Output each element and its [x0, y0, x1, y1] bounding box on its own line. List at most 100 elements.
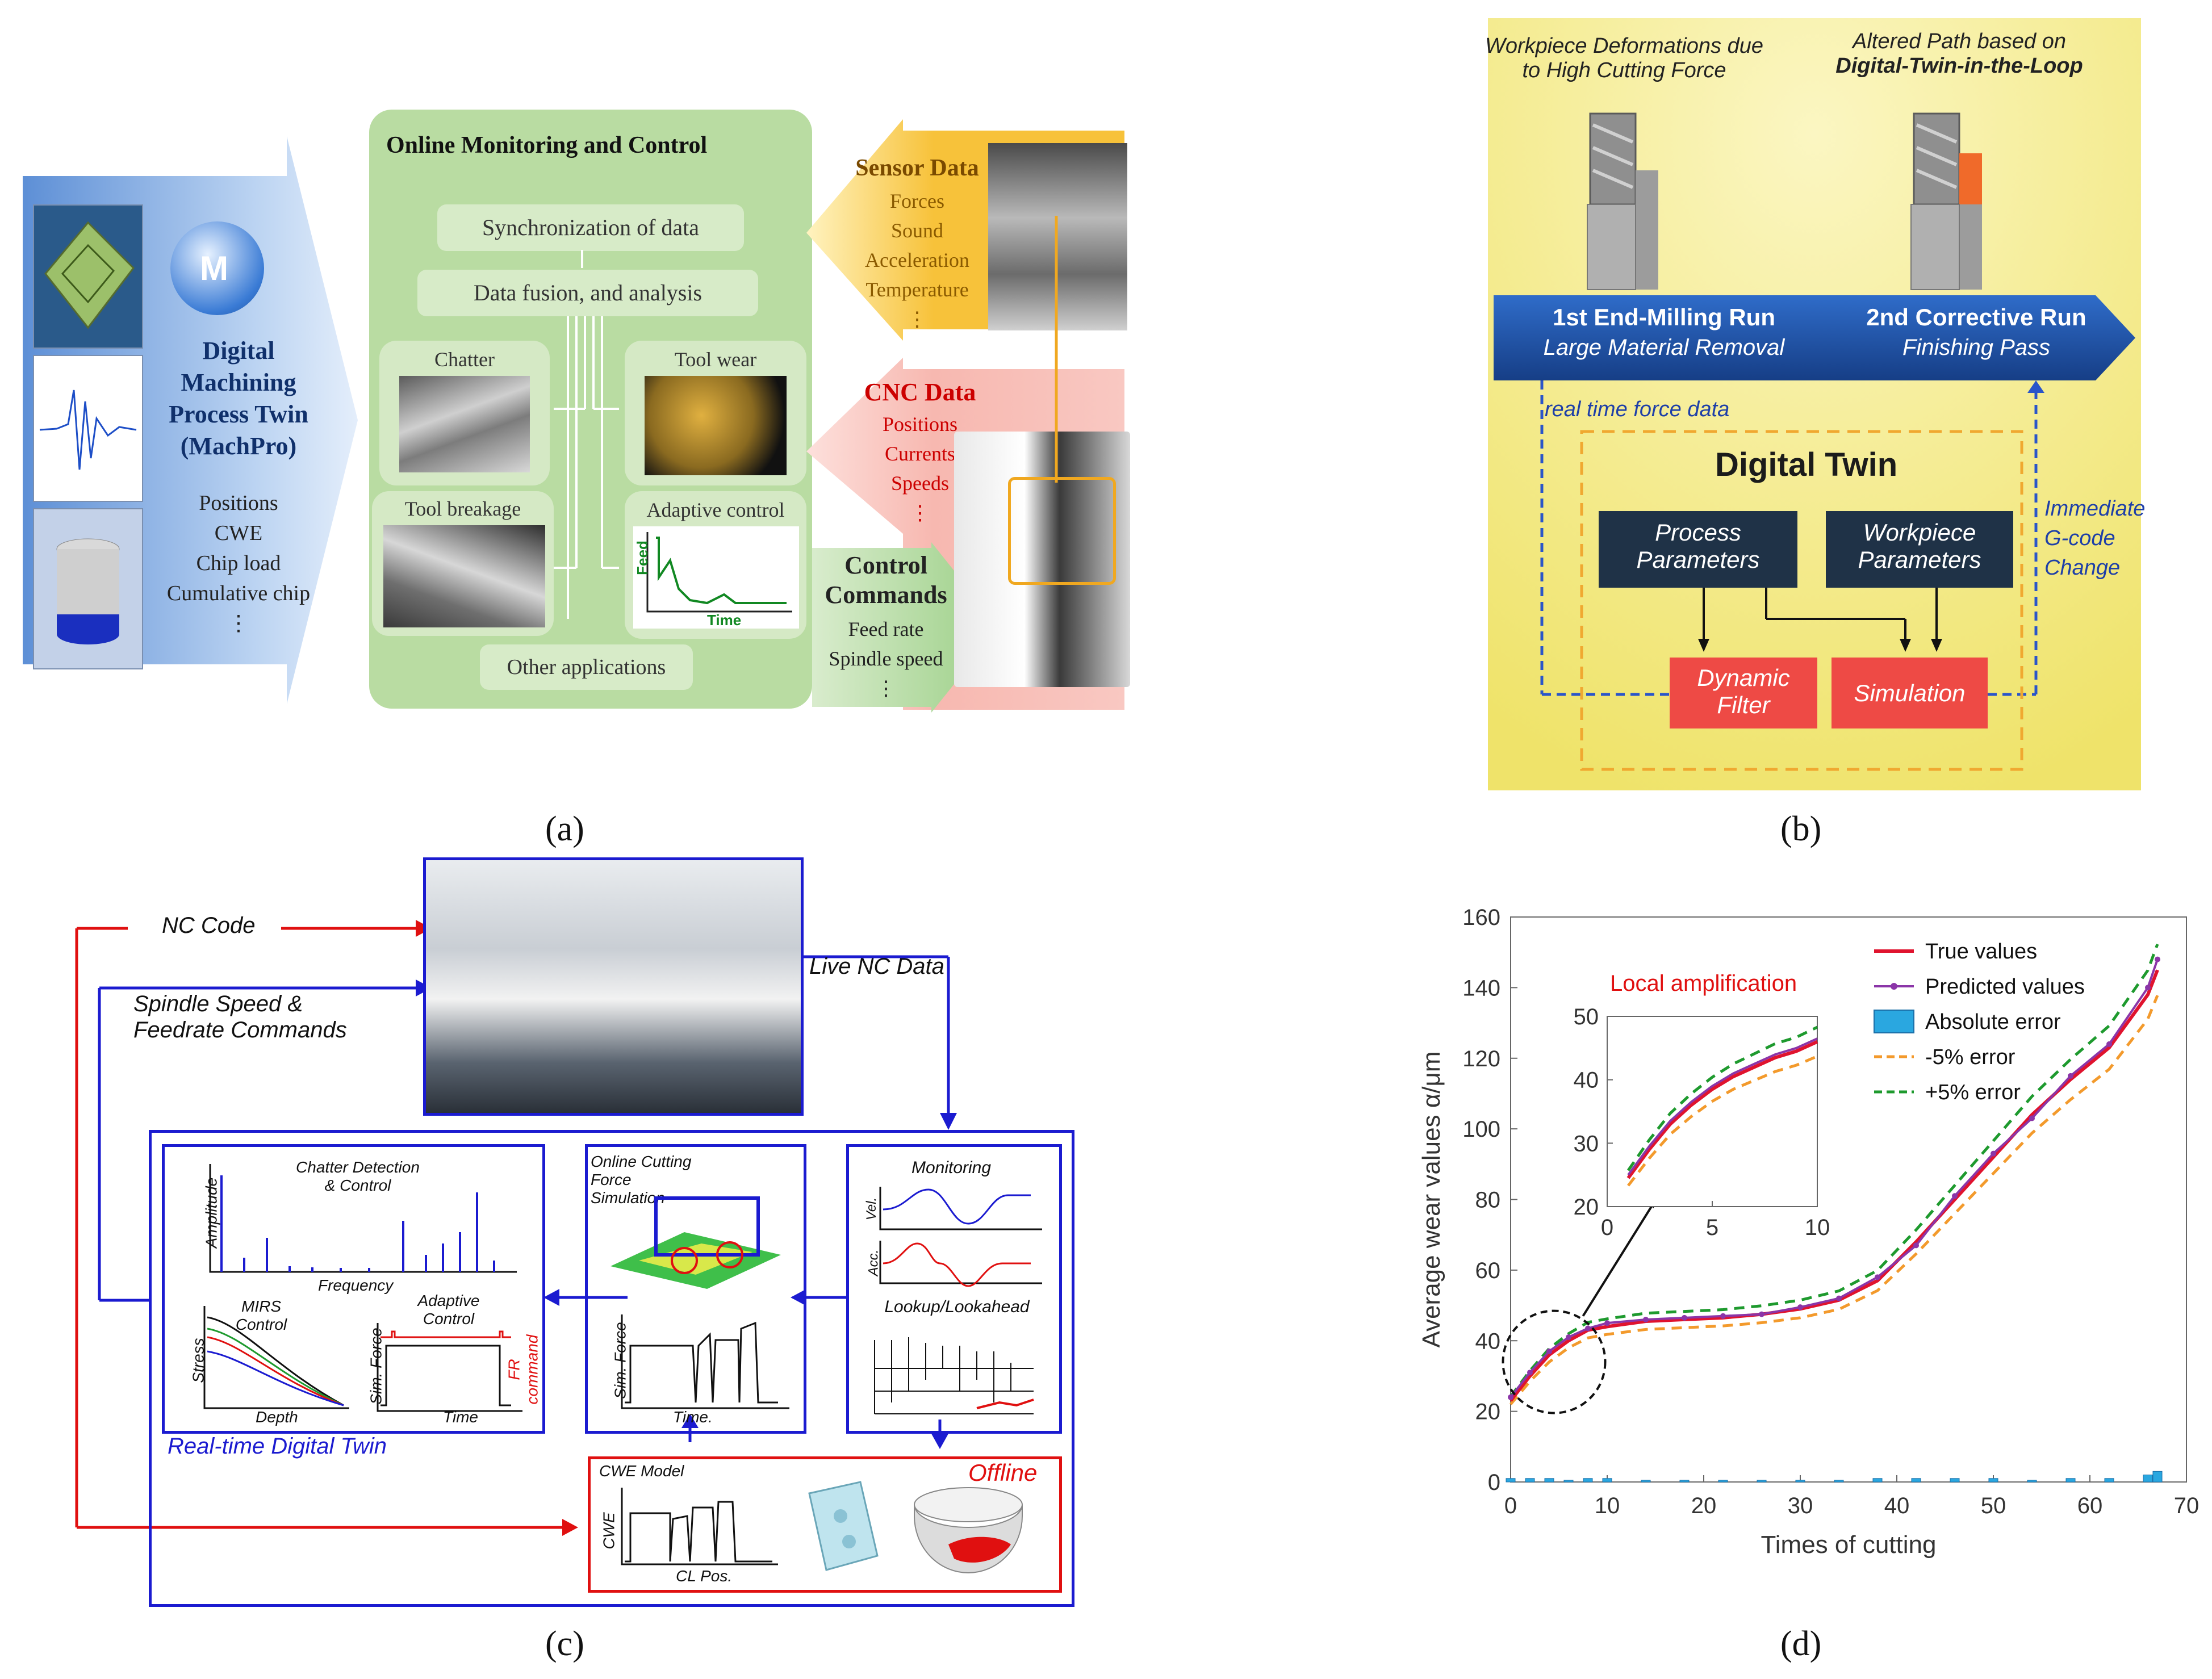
control-commands-arrow	[812, 542, 1000, 713]
absolute-error-bar	[1641, 1480, 1651, 1483]
velocity-plot	[879, 1187, 1042, 1230]
main-series	[1502, 944, 2163, 1483]
predicted-point	[2155, 956, 2160, 962]
cutting-force-title: Online Cutting Force Simulation	[591, 1153, 692, 1207]
machine-photo-frame	[423, 857, 804, 1116]
absolute-error-bar	[1911, 1478, 1921, 1483]
nc-code-label: NC Code	[162, 913, 256, 938]
cutting-force-3d-view	[611, 1196, 781, 1289]
x-tick-label: 60	[2077, 1493, 2103, 1518]
cwe-axis-label: CWE	[600, 1512, 618, 1550]
legend-marker	[1891, 983, 1897, 990]
gcode-change-label: Immediate G-code Change	[2044, 497, 2146, 580]
altered-path-text: Altered Path based on Digital-Twin-in-th…	[1835, 30, 2083, 78]
predicted-point	[1604, 1320, 1610, 1326]
cwe-model-title: CWE Model	[599, 1462, 684, 1480]
absolute-error-bar	[1834, 1480, 1844, 1483]
cnc-machine-photo	[954, 432, 1130, 687]
chatter-label: Chatter	[434, 348, 495, 371]
absolute-error-bar	[1872, 1478, 1883, 1483]
series-line--5-error	[1509, 995, 2159, 1405]
sensor-connector-line	[1055, 216, 1058, 483]
caption-d: (d)	[1780, 1624, 1822, 1663]
predicted-point	[1682, 1314, 1687, 1321]
tool-breakage-photo	[383, 525, 545, 627]
workpiece-parameters-box: Workpiece Parameters	[1826, 511, 2013, 588]
inset-x-tick-label: 10	[1805, 1215, 1830, 1240]
predicted-point	[1643, 1316, 1649, 1322]
tool-breakage-box: Tool breakage	[372, 491, 554, 636]
feed-axis-label: Feed	[633, 541, 651, 575]
end-mill-right-illustration	[1910, 112, 1982, 290]
chatter-control-panel: Chatter Detection & Control Amplitude Fr…	[162, 1144, 545, 1434]
digital-twin-outer-frame	[149, 1130, 1074, 1607]
predicted-point	[1913, 1242, 1919, 1249]
absolute-error-bar	[2143, 1475, 2153, 1483]
y-tick-label: 100	[1462, 1117, 1500, 1142]
spindle-feedrate-label: Spindle Speed & Feedrate Commands	[133, 991, 347, 1042]
control-commands-list: Control Commands Feed rate Spindle speed…	[825, 551, 947, 700]
time-dot-axis-label: Time.	[673, 1408, 713, 1426]
offline-label: Offline	[968, 1459, 1038, 1486]
y-tick-label: 40	[1475, 1329, 1501, 1354]
absolute-error-bar	[2027, 1480, 2037, 1483]
adaptive-control-plot: Feed Time	[633, 526, 799, 629]
absolute-error-bar	[2065, 1478, 2076, 1483]
y-tick-label: 160	[1462, 905, 1500, 930]
x-tick-label: 10	[1595, 1493, 1620, 1518]
predicted-point	[1759, 1311, 1764, 1317]
mirs-title: MIRS Control	[235, 1297, 287, 1333]
predicted-point	[1875, 1274, 1880, 1280]
sim-force-axis-label: Sim. Force	[367, 1328, 385, 1405]
monitoring-title-c: Monitoring	[911, 1158, 992, 1177]
highlight-arrow	[1582, 1192, 1662, 1317]
absolute-error-bar	[1679, 1480, 1690, 1483]
legend-label: +5% error	[1925, 1081, 2021, 1104]
chatter-photo	[399, 376, 530, 472]
legend-label: Predicted values	[1925, 975, 2085, 999]
run2-title: 2nd Corrective Run	[1866, 304, 2086, 330]
y-tick-label: 0	[1488, 1470, 1500, 1495]
absolute-error-bar	[1506, 1478, 1516, 1483]
caption-c: (c)	[545, 1624, 584, 1663]
tool-breakage-label: Tool breakage	[404, 497, 521, 520]
force-data-label: real time force data	[1545, 397, 1730, 421]
x-tick-label: 40	[1884, 1493, 1910, 1518]
predicted-point	[1585, 1325, 1591, 1332]
series-line--5-error	[1509, 944, 2159, 1398]
offline-panel: CWE Model Offline CWE CL Pos.	[588, 1456, 1062, 1593]
predicted-point	[2029, 1115, 2035, 1121]
inset-series-line--5-error	[1626, 1025, 1818, 1171]
sim-force-axis-label-2: Sim. Force	[611, 1322, 629, 1399]
predicted-point	[2106, 1041, 2112, 1047]
y-tick-label: 120	[1462, 1046, 1500, 1071]
absolute-error-bar	[1544, 1478, 1554, 1483]
inset-y-tick-label: 20	[1574, 1195, 1599, 1220]
predicted-point	[2068, 1073, 2073, 1079]
absolute-error-bar	[1757, 1480, 1767, 1483]
acceleration-plot	[879, 1241, 1042, 1287]
panel-c-connectors	[75, 920, 957, 1536]
end-mill-left-illustration	[1587, 112, 1658, 290]
caption-a: (a)	[545, 810, 584, 848]
adaptive-control-box: Adaptive control Feed Time	[625, 491, 806, 639]
machpro-logo: M	[170, 221, 264, 315]
legend-label: -5% error	[1925, 1045, 2016, 1069]
monitoring-panel: Monitoring Vel. Acc. Lookup/Lookahead	[846, 1144, 1062, 1434]
x-tick-label: 30	[1788, 1493, 1813, 1518]
absolute-error-bar	[2104, 1478, 2114, 1483]
vel-axis-label: Vel.	[864, 1197, 880, 1221]
chatter-box: Chatter	[379, 341, 550, 485]
highlight-ellipse	[1502, 1309, 1607, 1414]
inset-y-tick-label: 50	[1574, 1004, 1599, 1029]
tool-wear-box: Tool wear	[625, 341, 806, 485]
time-axis-label-c: Time	[443, 1408, 478, 1426]
x-tick-label: 20	[1691, 1493, 1717, 1518]
inset-x-tick-label: 0	[1601, 1215, 1613, 1240]
run-band-arrow	[1494, 295, 2135, 380]
process-parameters-box: Process Parameters	[1599, 511, 1797, 588]
predicted-point	[1952, 1193, 1958, 1199]
sensor-data-list: Sensor Data Forces Sound Acceleration Te…	[841, 153, 994, 334]
